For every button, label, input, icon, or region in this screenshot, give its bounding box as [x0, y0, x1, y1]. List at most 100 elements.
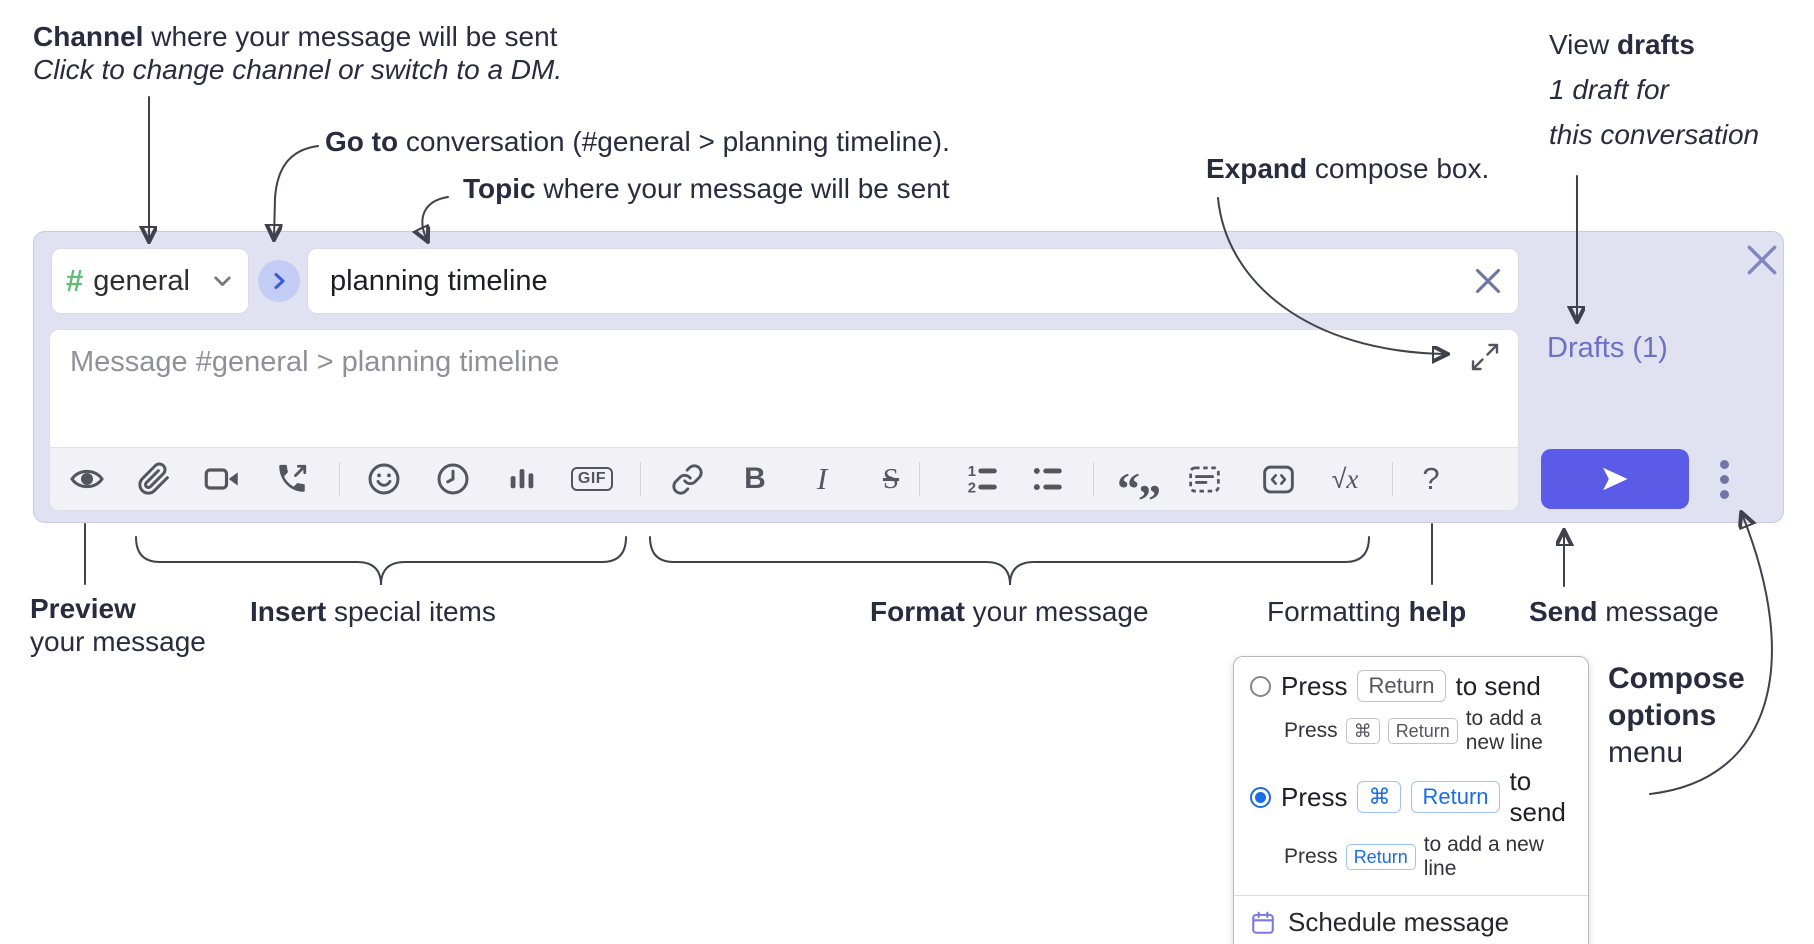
menu-option-return-to-send[interactable]: Press Return to send	[1234, 667, 1588, 705]
svg-text:2: 2	[968, 480, 976, 496]
global-time-icon[interactable]	[430, 456, 476, 502]
view-drafts-line2: 1 draft for	[1549, 74, 1669, 105]
message-input-area[interactable]: Message #general > planning timeline	[49, 329, 1519, 524]
bulleted-list-icon[interactable]	[1026, 456, 1072, 502]
expand-annotation-rest: compose box.	[1307, 153, 1490, 184]
drafts-link[interactable]: Drafts (1)	[1547, 332, 1668, 364]
preview-eye-icon[interactable]	[64, 456, 110, 502]
toolbar-divider	[1392, 462, 1393, 496]
code-icon[interactable]	[1255, 456, 1301, 502]
channel-selector[interactable]: # general	[51, 248, 249, 314]
return-key: Return	[1411, 781, 1500, 813]
menu-divider	[1234, 895, 1588, 896]
insert-annotation-bold: Insert	[250, 596, 327, 627]
message-placeholder: Message #general > planning timeline	[70, 346, 560, 378]
topic-annotation: Topic where your message will be sent	[463, 172, 950, 205]
chevron-right-icon	[274, 273, 285, 289]
strikethrough-icon[interactable]: S	[868, 456, 914, 502]
compose-options-menu: Press Return to send Press ⌘ Return to a…	[1233, 656, 1589, 944]
radio-unselected-icon[interactable]	[1250, 675, 1271, 697]
menu-option1-subtext: Press ⌘ Return to add a new line	[1234, 705, 1588, 763]
channel-annotation-line2: Click to change channel or switch to a D…	[33, 54, 563, 85]
dot-icon	[1719, 459, 1729, 469]
menu-option-cmd-return-to-send[interactable]: Press ⌘ Return to send	[1234, 763, 1588, 831]
italic-icon[interactable]: I	[799, 456, 845, 502]
expand-annotation-bold: Expand	[1206, 153, 1308, 184]
menu-item-label: Schedule message	[1288, 907, 1510, 937]
view-drafts-annotation: View drafts 1 draft for this conversatio…	[1549, 22, 1759, 157]
formatting-help-annotation: Formatting help	[1267, 595, 1466, 628]
send-button[interactable]	[1541, 449, 1689, 509]
poll-icon[interactable]	[499, 456, 545, 502]
chevron-down-icon	[214, 275, 231, 286]
channel-name: general	[93, 264, 190, 297]
voice-call-icon[interactable]	[269, 456, 315, 502]
link-icon[interactable]	[664, 456, 710, 502]
return-key: Return	[1357, 670, 1446, 702]
compose-options-line2: options	[1608, 699, 1717, 732]
radio-selected-icon[interactable]	[1250, 786, 1271, 808]
send-icon	[1603, 467, 1628, 491]
gif-label: GIF	[570, 467, 614, 491]
compose-options-annotation: Compose options menu	[1608, 660, 1745, 771]
format-brace	[649, 536, 1370, 586]
send-annotation-rest: message	[1597, 596, 1719, 627]
channel-annotation: Channel where your message will be sent …	[33, 20, 562, 86]
quote-open-glyph: “	[1117, 463, 1140, 514]
return-key: Return	[1345, 844, 1416, 870]
go-to-conversation-button[interactable]	[258, 260, 300, 302]
bold-icon[interactable]: B	[732, 456, 778, 502]
math-var-glyph: x	[1346, 463, 1359, 494]
attach-file-icon[interactable]	[131, 456, 177, 502]
menu-option2-subtext: Press Return to add a new line	[1234, 831, 1588, 889]
math-icon[interactable]: √x	[1322, 456, 1368, 502]
option2-sub-press: Press	[1284, 845, 1338, 868]
formatting-help-pre: Formatting	[1267, 596, 1409, 627]
formatting-help-icon[interactable]: ?	[1408, 456, 1454, 502]
compose-options-button[interactable]	[1709, 451, 1739, 507]
toolbar-divider	[919, 462, 920, 496]
dot-icon	[1719, 474, 1729, 484]
compose-options-line1: Compose	[1608, 662, 1745, 695]
format-annotation-rest: your message	[964, 596, 1149, 627]
send-annotation: Send message	[1529, 595, 1719, 628]
topic-annotation-bold: Topic	[463, 173, 536, 204]
return-key: Return	[1387, 718, 1458, 744]
emoji-icon[interactable]	[361, 456, 407, 502]
view-drafts-line3: this conversation	[1549, 119, 1760, 150]
topic-input[interactable]	[308, 249, 1518, 313]
video-call-icon[interactable]	[199, 456, 245, 502]
channel-annotation-rest: where your message will be sent	[143, 21, 558, 52]
clear-topic-icon[interactable]	[1474, 267, 1502, 295]
toolbar-divider	[339, 462, 340, 496]
option1-sub-press: Press	[1284, 719, 1338, 742]
expand-annotation: Expand compose box.	[1206, 152, 1489, 185]
option1-to-send: to send	[1455, 670, 1541, 701]
option1-sub-post: to add a new line	[1465, 707, 1543, 754]
cmd-key: ⌘	[1345, 718, 1380, 744]
strikethrough-glyph: S	[882, 462, 900, 495]
toolbar-divider	[640, 462, 641, 496]
view-drafts-bold: drafts	[1616, 29, 1695, 60]
menu-item-schedule-message[interactable]: Schedule message	[1234, 902, 1588, 943]
expand-compose-icon[interactable]	[1470, 342, 1500, 372]
preview-annotation-line2: your message	[30, 626, 206, 657]
view-drafts-pre: View	[1549, 29, 1617, 60]
close-compose-icon[interactable]	[1746, 244, 1778, 276]
insert-brace	[135, 536, 627, 586]
quote-icon[interactable]: “ ”	[1117, 456, 1163, 524]
topic-input-wrap	[307, 248, 1519, 314]
preview-annotation: Preview your message	[30, 592, 206, 658]
format-annotation: Format your message	[870, 595, 1149, 628]
svg-text:1: 1	[968, 464, 976, 480]
help-glyph: ?	[1422, 461, 1440, 496]
spoiler-icon[interactable]	[1181, 456, 1227, 502]
hash-icon: #	[66, 263, 84, 298]
toolbar-divider	[1093, 462, 1094, 496]
formatting-help-bold: help	[1408, 596, 1467, 627]
format-annotation-bold: Format	[870, 596, 965, 627]
gif-icon[interactable]: GIF	[569, 456, 615, 502]
